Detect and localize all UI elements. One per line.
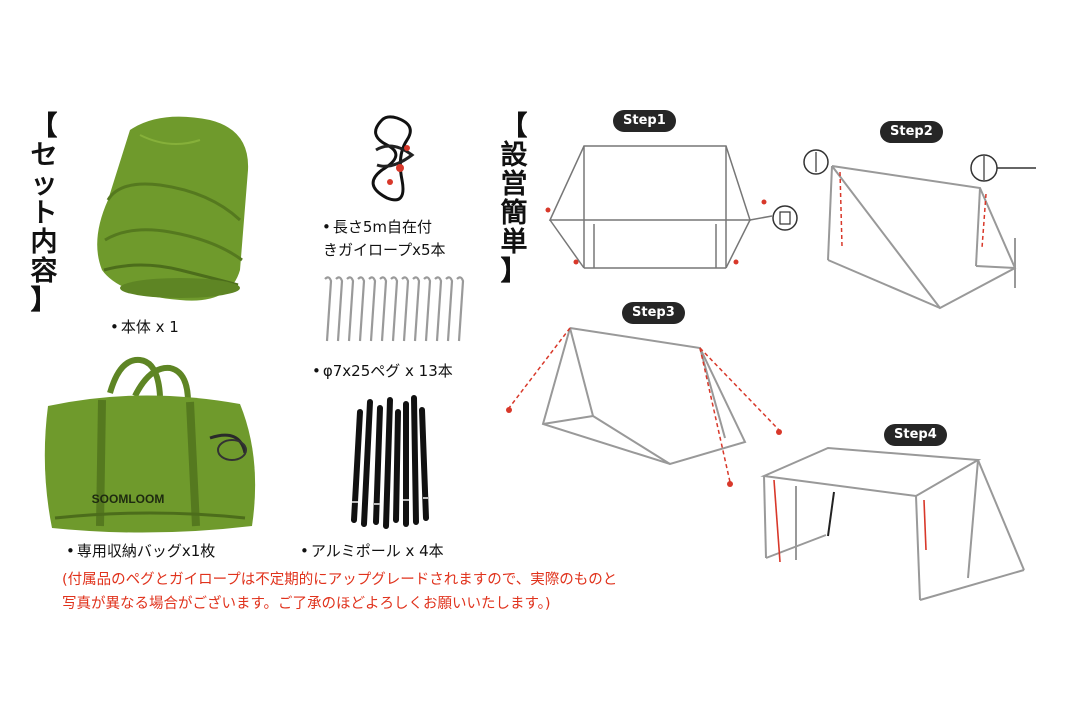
- step2-diagram: [803, 149, 1036, 310]
- heading-char: 容: [30, 256, 58, 287]
- setup-heading: 【 設 営 簡 単 】: [498, 112, 530, 286]
- caption-storage-bag: •専用収納バッグx1枚: [66, 542, 216, 560]
- accessory-disclaimer-note: (付属品のペグとガイロープは不定期的にアップグレードされますので、実際のものと …: [62, 568, 617, 616]
- caption-guy-rope-line2: きガイロープx5本: [323, 241, 446, 259]
- caption-pegs: •φ7x25ペグ x 13本: [312, 362, 453, 380]
- step4-diagram: [760, 446, 1025, 601]
- heading-char: 内: [30, 227, 58, 258]
- caption-tent-body: •本体 x 1: [110, 318, 179, 336]
- note-line-1: (付属品のペグとガイロープは不定期的にアップグレードされますので、実際のものと: [62, 572, 618, 588]
- heading-char: 単: [500, 227, 528, 258]
- guy-rope-image: [371, 115, 415, 202]
- heading-char: 】: [30, 285, 58, 316]
- poles-image: [351, 395, 429, 529]
- step3-diagram: [506, 327, 782, 487]
- heading-char: ト: [30, 198, 58, 229]
- heading-char: 設: [500, 140, 528, 171]
- step1-label: Step1: [613, 110, 676, 132]
- heading-char: 簡: [500, 198, 528, 229]
- bag-logo: SOOMLOOM: [92, 492, 165, 506]
- storage-bag-image: SOOMLOOM: [44, 356, 256, 533]
- step2-label: Step2: [880, 121, 943, 143]
- heading-char: 営: [500, 169, 528, 200]
- set-contents-heading: 【 セ ッ ト 内 容 】: [28, 112, 60, 315]
- heading-char: ッ: [30, 169, 58, 200]
- caption-poles: •アルミポール x 4本: [300, 542, 444, 560]
- heading-char: 【: [30, 111, 58, 142]
- heading-char: 【: [500, 111, 528, 142]
- tent-body-image: [97, 116, 249, 301]
- note-line-2: 写真が異なる場合がございます。ご了承のほどよろしくお願いいたします。): [62, 596, 551, 612]
- pegs-image: [324, 276, 465, 342]
- caption-guy-rope-line1: •長さ5m自在付: [322, 218, 433, 236]
- step3-label: Step3: [622, 302, 685, 324]
- step4-label: Step4: [884, 424, 947, 446]
- zoom-detail-icon: [772, 205, 798, 231]
- heading-char: 】: [500, 256, 528, 287]
- step1-diagram: [545, 145, 798, 269]
- heading-char: セ: [30, 140, 58, 171]
